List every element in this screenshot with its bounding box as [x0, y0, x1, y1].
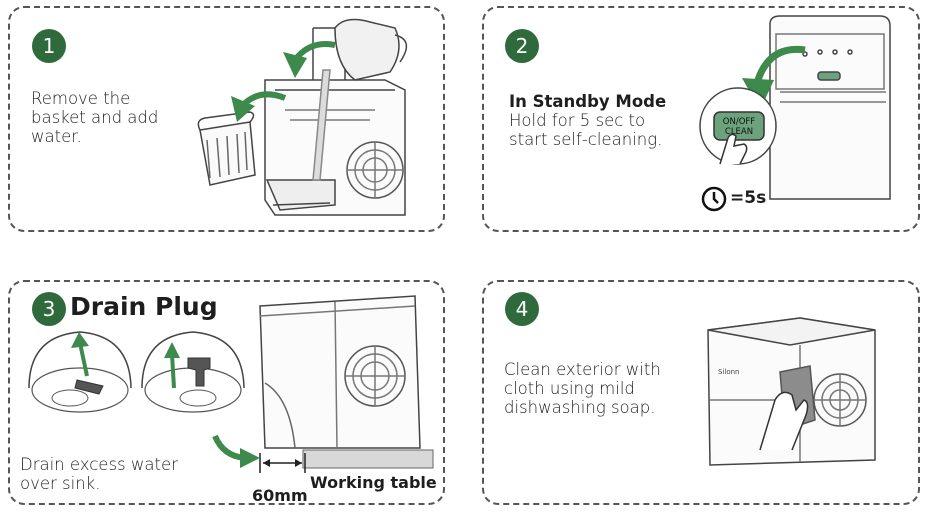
clock-icon — [701, 186, 727, 212]
step-1-badge: 1 — [32, 29, 66, 63]
step-3-badge: 3 — [32, 292, 66, 326]
clean-button-top: ON/OFF — [722, 117, 756, 127]
step-2-panel — [482, 6, 920, 232]
step-3-machine-illustration — [212, 295, 434, 473]
step-1-line-2: basket and add — [31, 108, 159, 127]
drain-plug-closeup-1 — [28, 331, 132, 413]
step-3-title: Drain Plug — [70, 292, 218, 321]
working-table — [302, 449, 434, 469]
step-4-line-3: dishwashing soap. — [504, 398, 656, 417]
brand-logo: Silonn — [718, 368, 740, 376]
clean-button-label: ON/OFF CLEAN — [714, 117, 764, 137]
water-jug-icon — [334, 18, 400, 81]
drain-plug-icon — [187, 357, 211, 387]
basket-icon — [197, 111, 256, 186]
step-2-line-1: Hold for 5 sec to — [509, 111, 646, 130]
step-1-illustration — [197, 18, 408, 216]
drain-plug-closeup-2 — [141, 331, 245, 413]
step-3-line-2: over sink. — [20, 474, 101, 493]
step-1-instructions: Remove the basket and add water. — [31, 89, 158, 146]
step-2-badge: 2 — [505, 29, 539, 63]
step-4-panel — [482, 280, 920, 505]
hand-press-icon — [719, 133, 748, 165]
step-4-line-1: Clean exterior with — [504, 360, 661, 379]
step-4-badge: 4 — [505, 292, 539, 326]
step-1-line-1: Remove the — [31, 89, 131, 108]
step-4-line-2: cloth using mild — [504, 379, 635, 398]
clean-button-bottom: CLEAN — [724, 127, 754, 137]
gap-label: 60mm — [252, 486, 308, 505]
step-3-instructions: Drain excess water over sink. — [20, 455, 178, 493]
table-label: Working table — [310, 473, 437, 492]
step-2-machine-illustration — [769, 15, 891, 200]
step-2-mode-label: In Standby Mode — [509, 92, 667, 111]
step-1-panel — [8, 6, 445, 232]
step-4-machine-illustration — [707, 317, 876, 466]
step-2-instructions: In Standby Mode Hold for 5 sec to start … — [509, 92, 666, 149]
step-3-panel — [8, 280, 445, 505]
step-2-line-2: start self-cleaning. — [509, 130, 663, 149]
step-3-line-1: Drain excess water — [20, 455, 178, 474]
step-2-button-zoom — [699, 87, 777, 165]
step-1-line-3: water. — [31, 127, 82, 146]
timer-label: =5s — [730, 188, 767, 208]
step-4-instructions: Clean exterior with cloth using mild dis… — [504, 360, 661, 417]
